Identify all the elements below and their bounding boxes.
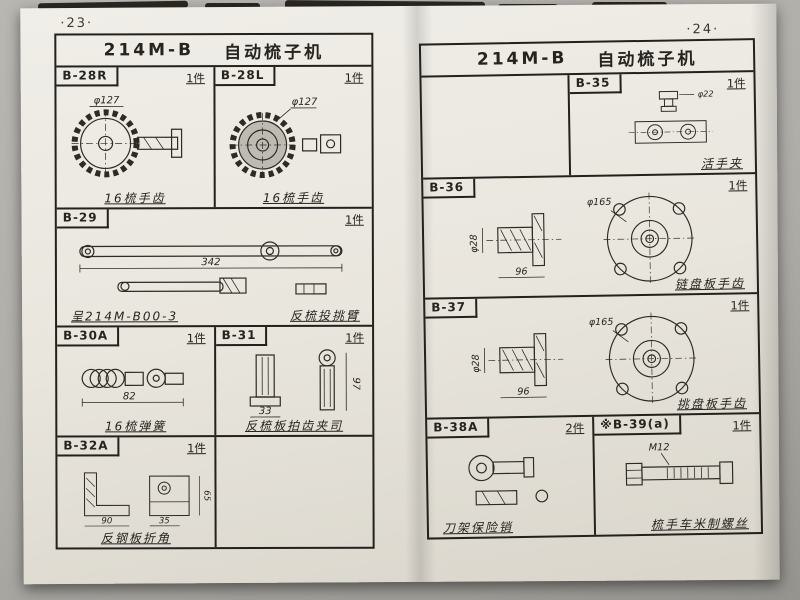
catalog-row: B-29 1件 342 — [56, 208, 373, 328]
part-caption: 16梳手齿 — [104, 191, 166, 206]
gear-with-shaft-drawing: φ127 — [71, 95, 183, 178]
part-drawing-area: φ127 — [58, 87, 211, 189]
part-cell-b29: B-29 1件 342 — [56, 209, 372, 326]
dimension-label: φ165 — [589, 317, 614, 328]
part-cell-b32a: B-32A 1件 90 35 — [57, 437, 217, 548]
pivot-plate-drawing: φ22 — [628, 89, 713, 144]
part-code: B-38A — [427, 418, 490, 439]
scan-ink-smudge — [205, 3, 260, 9]
part-caption: 反钢板折角 — [100, 531, 171, 546]
clamp-post-drawing: 33 97 — [249, 349, 360, 418]
dimension-label: φ22 — [697, 89, 713, 99]
notched-disc-flange-drawing: φ28 96 φ165 — [471, 312, 698, 405]
catalog-row: B-37 1件 φ28 96 — [425, 294, 760, 420]
dimension-label: 82 — [123, 391, 136, 402]
machine-name: 自动梳子机 — [597, 48, 698, 71]
machine-code: 214M-B — [103, 40, 195, 61]
part-drawing-area: M12 — [596, 434, 758, 517]
machine-code: 214M-B — [476, 48, 568, 70]
part-cell-b39: ※B-39(a) 1件 M12 — [594, 414, 761, 535]
part-drawing-area: φ28 96 φ165 — [425, 192, 754, 285]
part-drawing-area: 90 35 65 — [59, 457, 212, 529]
catalog-row: B-38A 2件 刀架保险销 ※B-39(a) — [427, 414, 761, 538]
catalog-row: B-30A 1件 82 16梳弹簧 — [57, 326, 373, 438]
part-qty: 1件 — [732, 418, 752, 433]
scanned-paper-spread: ·23· ·24· 214M-B 自动梳子机 B-28R 1件 — [20, 3, 780, 585]
page-title: 214M-B 自动梳子机 — [56, 34, 372, 68]
gear-face-drawing: φ127 — [229, 97, 341, 179]
catalog-page-24: 214M-B 自动梳子机 B-35 1件 φ22 — [418, 38, 764, 540]
dimension-label: 33 — [259, 406, 272, 417]
catalog-row: B-28R 1件 φ127 — [56, 66, 372, 210]
part-cell-b28r: B-28R 1件 φ127 — [56, 67, 216, 208]
catalog-page-23: 214M-B 自动梳子机 B-28R 1件 — [54, 32, 375, 550]
part-code: B-28L — [214, 66, 276, 87]
dimension-label: M12 — [648, 442, 669, 453]
part-caption: 活手夹 — [700, 156, 744, 171]
metric-bolt-drawing: M12 — [625, 442, 733, 486]
part-drawing-area: φ22 — [572, 89, 753, 157]
part-cell-b37: B-37 1件 φ28 96 — [425, 294, 759, 417]
safety-pin-drawing — [467, 454, 548, 506]
part-cell-b38a: B-38A 2件 刀架保险销 — [427, 416, 597, 538]
empty-cell — [421, 75, 572, 178]
part-caption: 梳手车米制螺丝 — [650, 516, 749, 532]
part-caption: 反梳板拍齿夹司 — [245, 418, 344, 434]
catalog-row: B-35 1件 φ22 活手夹 — [421, 72, 756, 180]
spring-assembly-drawing: 82 — [81, 368, 184, 407]
part-drawing-area: 82 — [59, 347, 212, 417]
part-drawing-area: φ28 96 φ165 — [427, 312, 756, 405]
part-qty: 1件 — [344, 70, 364, 85]
part-caption: 16梳弹簧 — [104, 419, 167, 434]
part-drawing-area — [429, 437, 591, 520]
catalog-row: B-36 1件 φ28 96 — [423, 174, 758, 300]
lever-arm-drawing: 342 — [78, 241, 342, 295]
dimension-label: φ28 — [469, 234, 480, 253]
angle-bracket-drawing: 90 35 65 — [84, 472, 211, 526]
part-cell-b28l: B-28L 1件 φ127 — [214, 66, 372, 207]
machine-name: 自动梳子机 — [224, 42, 325, 63]
part-code: B-28R — [56, 67, 119, 87]
part-qty: 1件 — [186, 71, 205, 86]
empty-cell — [216, 437, 373, 547]
dimension-label: 97 — [350, 377, 360, 390]
part-caption: 16梳手齿 — [262, 190, 325, 206]
catalog-row: B-32A 1件 90 35 — [57, 437, 372, 548]
dimension-label: φ165 — [587, 197, 612, 208]
dimension-label: 96 — [517, 386, 529, 397]
part-cell-b30a: B-30A 1件 82 16梳弹簧 — [57, 327, 216, 436]
part-cell-b31: B-31 1件 33 97 — [215, 326, 373, 435]
part-drawing-area: φ127 — [217, 87, 370, 189]
dimension-label: 65 — [202, 490, 211, 501]
part-code: ※B-39(a) — [594, 415, 681, 436]
dimension-label: φ127 — [94, 95, 120, 106]
dimension-label: 342 — [201, 257, 220, 268]
dimension-label: 35 — [159, 516, 170, 526]
dimension-label: 90 — [102, 516, 113, 526]
part-caption: 反梳投挑臂 — [290, 308, 361, 323]
dimension-label: φ28 — [471, 354, 482, 373]
part-cell-b36: B-36 1件 φ28 96 — [423, 174, 757, 297]
dimension-label: φ127 — [291, 97, 317, 108]
part-caption: 刀架保险销 — [442, 520, 514, 536]
part-cell-b35: B-35 1件 φ22 活手夹 — [569, 72, 756, 175]
dimension-label: 96 — [515, 266, 527, 277]
page-number-left: ·23· — [60, 15, 94, 32]
part-drawing-area: 342 — [59, 229, 370, 308]
notched-disc-flange-drawing: φ28 96 φ165 — [469, 192, 696, 285]
page-number-right: ·24· — [686, 22, 720, 38]
part-qty: 2件 — [565, 420, 585, 436]
part-drawing-area: 33 97 — [218, 347, 371, 418]
